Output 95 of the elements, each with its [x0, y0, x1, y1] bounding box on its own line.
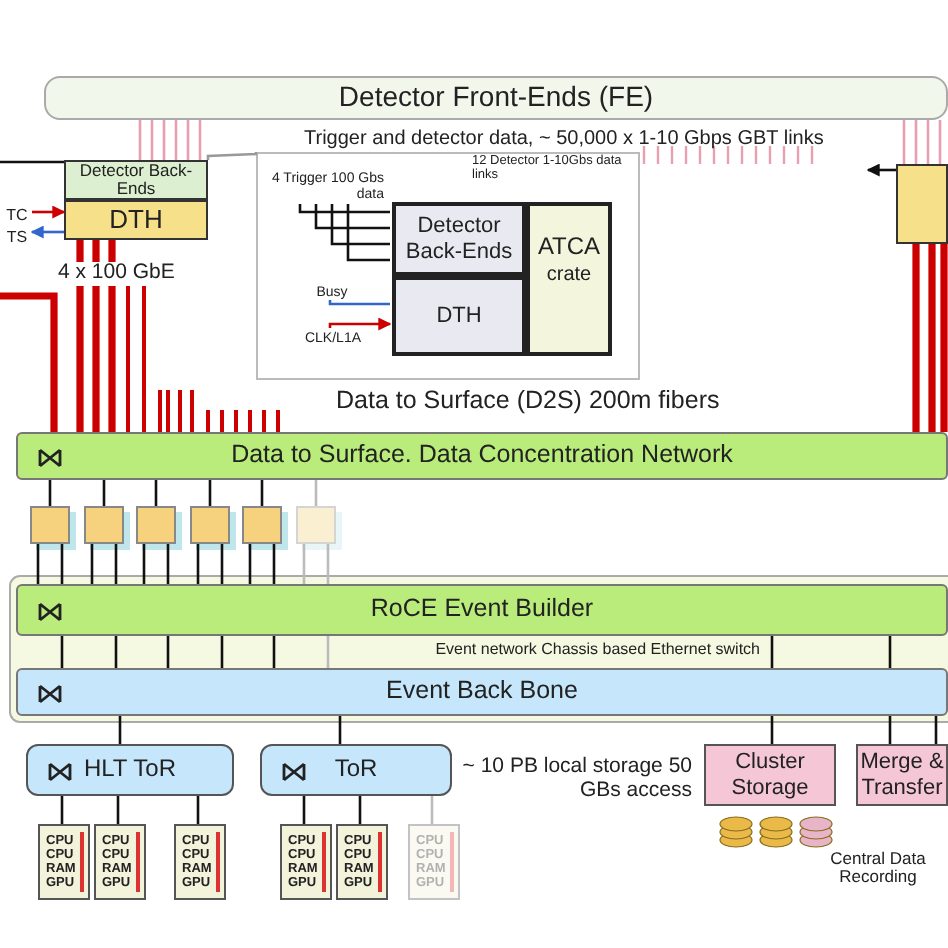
- connector-line: [166, 636, 170, 668]
- dth-box: [896, 164, 948, 244]
- band-box: [44, 76, 948, 120]
- node-label: ATCA: [537, 234, 601, 261]
- node-label: Detector Back-Ends: [403, 214, 515, 264]
- switch-box: [136, 506, 176, 544]
- annotation-text: Data to Surface (D2S) 200m fibers: [336, 388, 722, 416]
- switch-box: [26, 744, 234, 796]
- server-box: [174, 824, 226, 900]
- connector-line: [314, 480, 318, 506]
- server-box: [336, 824, 388, 900]
- server-box: [94, 824, 146, 900]
- connector-line: [220, 636, 224, 668]
- switch-box: [260, 744, 452, 796]
- node-label: ToR: [334, 756, 378, 784]
- connector-line: [912, 240, 948, 436]
- connector-line: [138, 118, 202, 162]
- connector-line: [338, 716, 342, 744]
- connector-line: [326, 636, 330, 668]
- connector-line: [358, 796, 362, 824]
- node-label: Merge & Transfer: [858, 750, 946, 800]
- connector-line: [248, 542, 276, 586]
- connector-line: [114, 636, 118, 668]
- connector-line: [208, 480, 212, 506]
- connector-line: [196, 542, 224, 586]
- connector-line: [298, 204, 390, 214]
- network-band: [16, 584, 948, 636]
- connector-line: [260, 480, 264, 506]
- node-label: RoCE Event Builder: [370, 596, 594, 624]
- connector-line: [118, 716, 122, 744]
- annotation-text: 4 x 100 GbE: [58, 262, 180, 286]
- server-box: [38, 824, 90, 900]
- switch-box: [30, 506, 70, 544]
- connector-line: [48, 480, 52, 506]
- annotation-text: Central Data Recording: [828, 850, 928, 888]
- node-label: Detector Back-Ends: [77, 161, 195, 199]
- connector-line: [102, 480, 106, 506]
- connector-line: [430, 796, 434, 824]
- node-label: TC: [6, 207, 28, 225]
- arrow: [30, 225, 64, 239]
- connector-line: [770, 716, 774, 744]
- connector-line: [272, 636, 276, 668]
- connector-line: [888, 636, 892, 668]
- node-label: Cluster Storage: [729, 750, 811, 800]
- connector-line: [60, 796, 64, 824]
- connector-line: [196, 796, 200, 824]
- annotation-text: Trigger and detector data, ~ 50,000 x 1-10 Gbps GBT links: [304, 128, 826, 150]
- node-label: TS: [6, 229, 28, 247]
- inset-panel: [256, 152, 640, 380]
- backend-box: [64, 160, 208, 200]
- connector-line: [902, 118, 942, 166]
- crate-module-box: [392, 202, 526, 276]
- connector-line: [206, 151, 258, 160]
- network-band: [16, 668, 948, 716]
- connector-line: [142, 542, 170, 586]
- dth-box: [64, 200, 208, 240]
- switch-box: [84, 506, 124, 544]
- connector-line: [36, 542, 64, 586]
- connector-line: [934, 716, 938, 744]
- connector-line: [314, 204, 390, 230]
- connector-line: [346, 204, 390, 262]
- node-label: Data to Surface. Data Concentration Network: [231, 442, 733, 470]
- crate-module-box: [392, 276, 526, 356]
- connector-line: [770, 636, 774, 668]
- switch-box: [296, 506, 336, 544]
- network-band: [16, 432, 948, 480]
- node-label: Detector Front-Ends (FE): [338, 82, 654, 114]
- connector-line: [60, 636, 64, 668]
- connector-line: [302, 542, 330, 586]
- connector-line: [330, 204, 390, 246]
- connector-line: [888, 716, 892, 744]
- connector-line: [0, 160, 64, 164]
- connector-line: [328, 300, 390, 306]
- node-label: crate: [546, 264, 592, 287]
- connector-line: [154, 480, 158, 506]
- server-box: [280, 824, 332, 900]
- arrow: [328, 317, 392, 331]
- switch-box: [242, 506, 282, 544]
- annotation-text: ~ 10 PB local storage 50 GBs access: [460, 756, 692, 803]
- node-label: HLT ToR: [83, 756, 177, 784]
- connector-line: [76, 236, 116, 436]
- node-label: DTH: [436, 303, 482, 329]
- connector-line: [116, 796, 120, 824]
- arrow: [32, 205, 66, 219]
- process-box: [704, 744, 836, 806]
- switch-box: [190, 506, 230, 544]
- crate-box: [526, 202, 612, 356]
- annotation-text: Event network Chassis based Ethernet switch: [433, 642, 760, 660]
- node-label: Event Back Bone: [386, 678, 578, 706]
- connector-line: [302, 796, 306, 824]
- node-label: DTH: [109, 205, 163, 235]
- connector-line: [0, 292, 58, 432]
- arrow: [866, 163, 896, 177]
- server-box: [408, 824, 460, 900]
- connector-line: [90, 542, 118, 586]
